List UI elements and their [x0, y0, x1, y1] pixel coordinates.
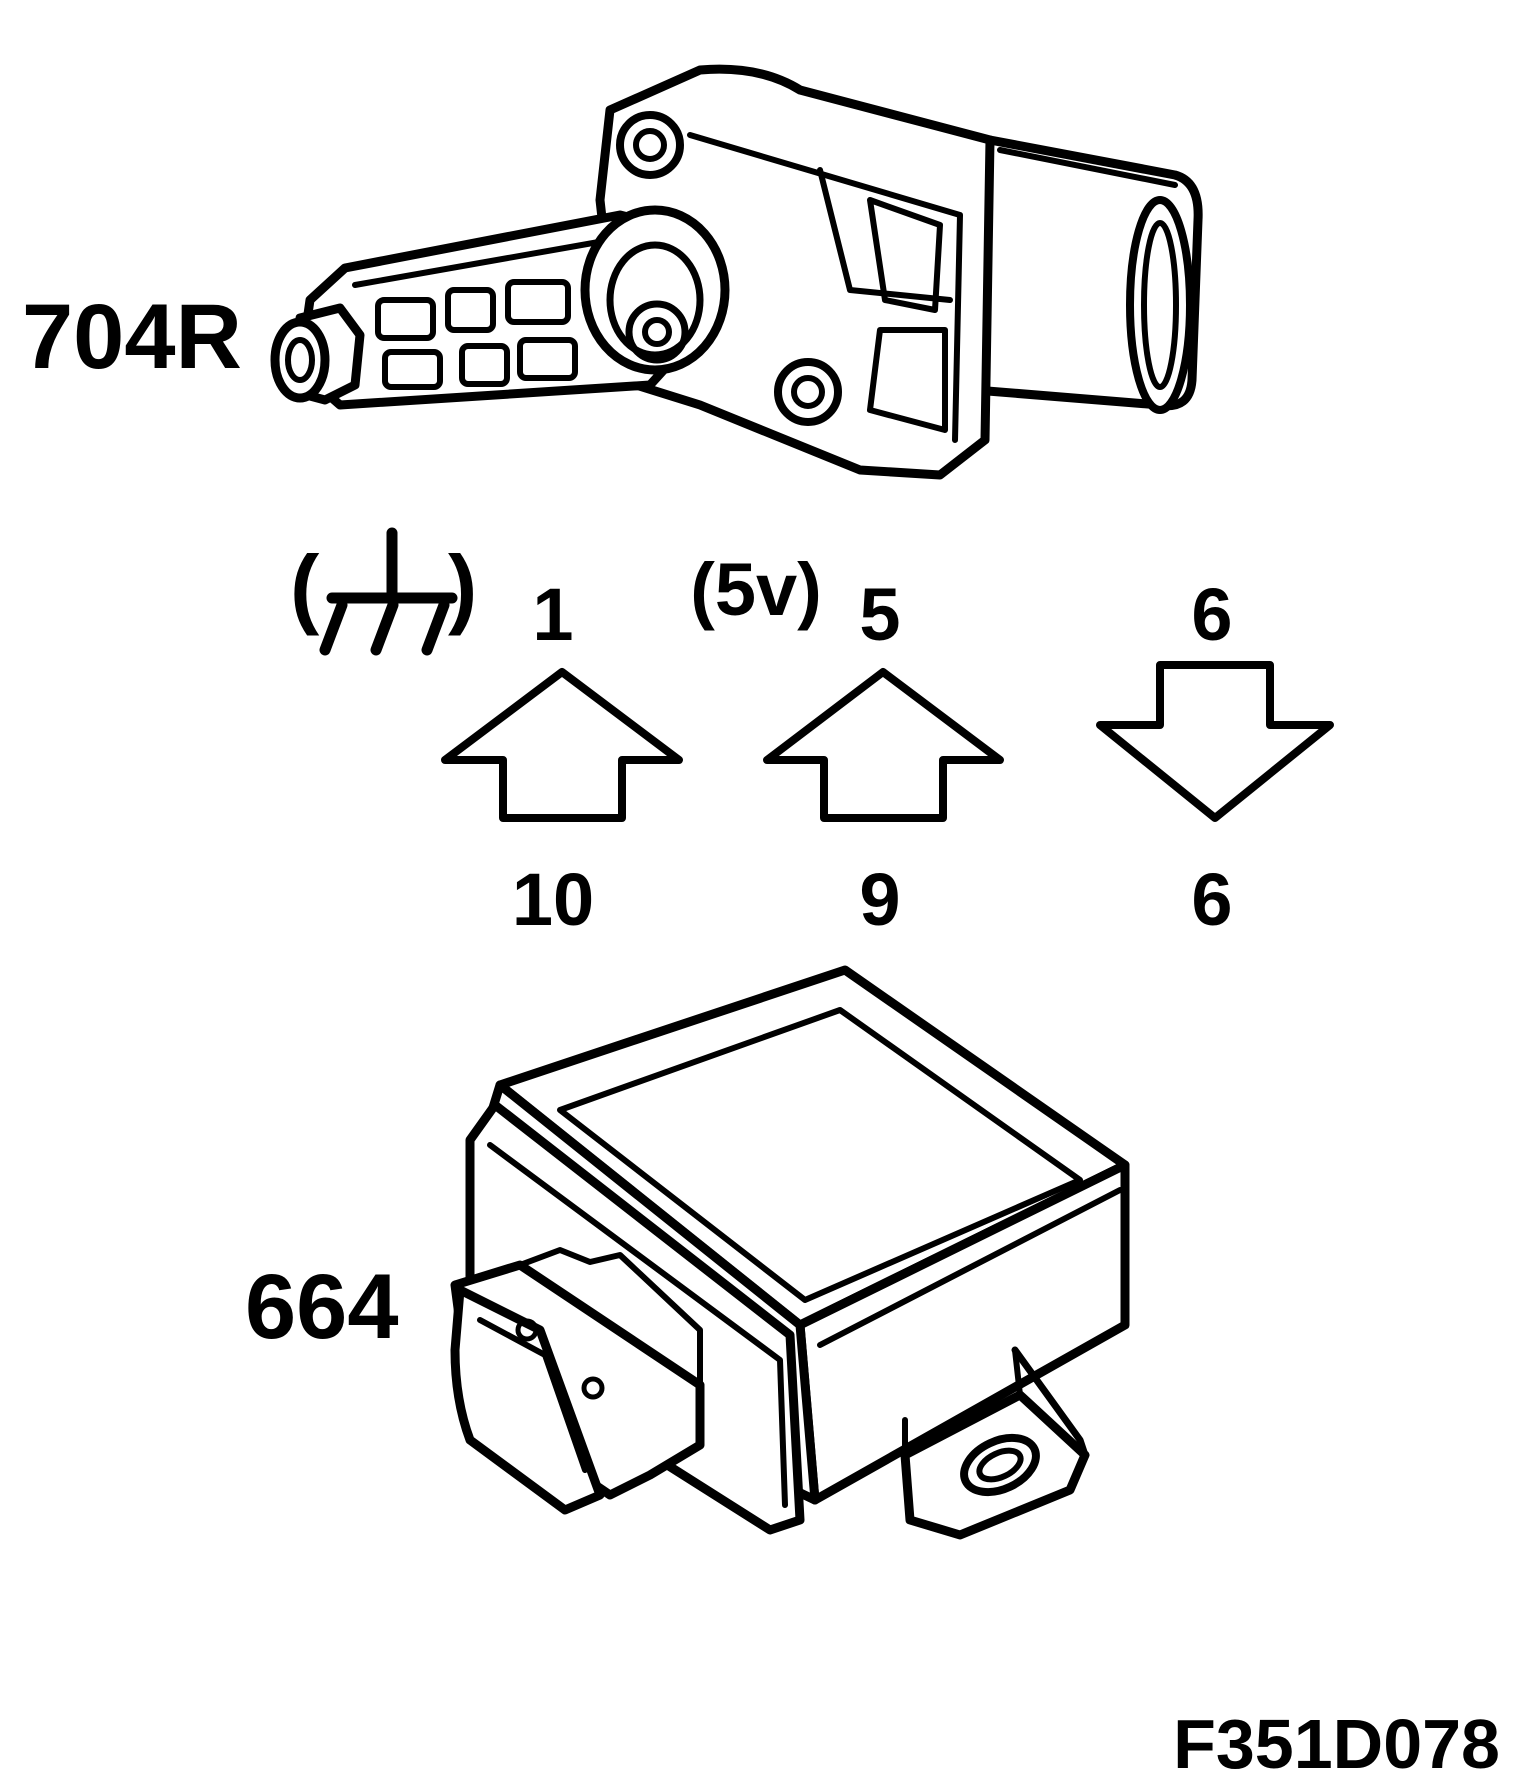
arrow-up-icon — [763, 668, 1004, 822]
module-pin-6: 6 — [1191, 858, 1232, 941]
arrow-down-icon — [1096, 661, 1334, 822]
level-sensor-icon — [270, 64, 1203, 480]
arrow-up-icon — [441, 668, 683, 822]
sensor-pin-6: 6 — [1191, 573, 1232, 656]
module-label: 664 — [245, 1256, 399, 1358]
svg-text:(: ( — [290, 537, 320, 636]
ground-icon: ( ) — [290, 527, 477, 656]
svg-text:): ) — [448, 537, 477, 636]
voltage-annotation: (5v) — [690, 548, 822, 631]
sensor-pin-1: 1 — [532, 573, 573, 656]
sensor-pin-5: 5 — [859, 573, 900, 656]
control-module-icon — [450, 965, 1130, 1540]
module-pin-9: 9 — [859, 858, 900, 941]
module-pin-10: 10 — [512, 858, 594, 941]
sensor-label: 704R — [22, 286, 242, 388]
figure-code: F351D078 — [1173, 1705, 1500, 1783]
